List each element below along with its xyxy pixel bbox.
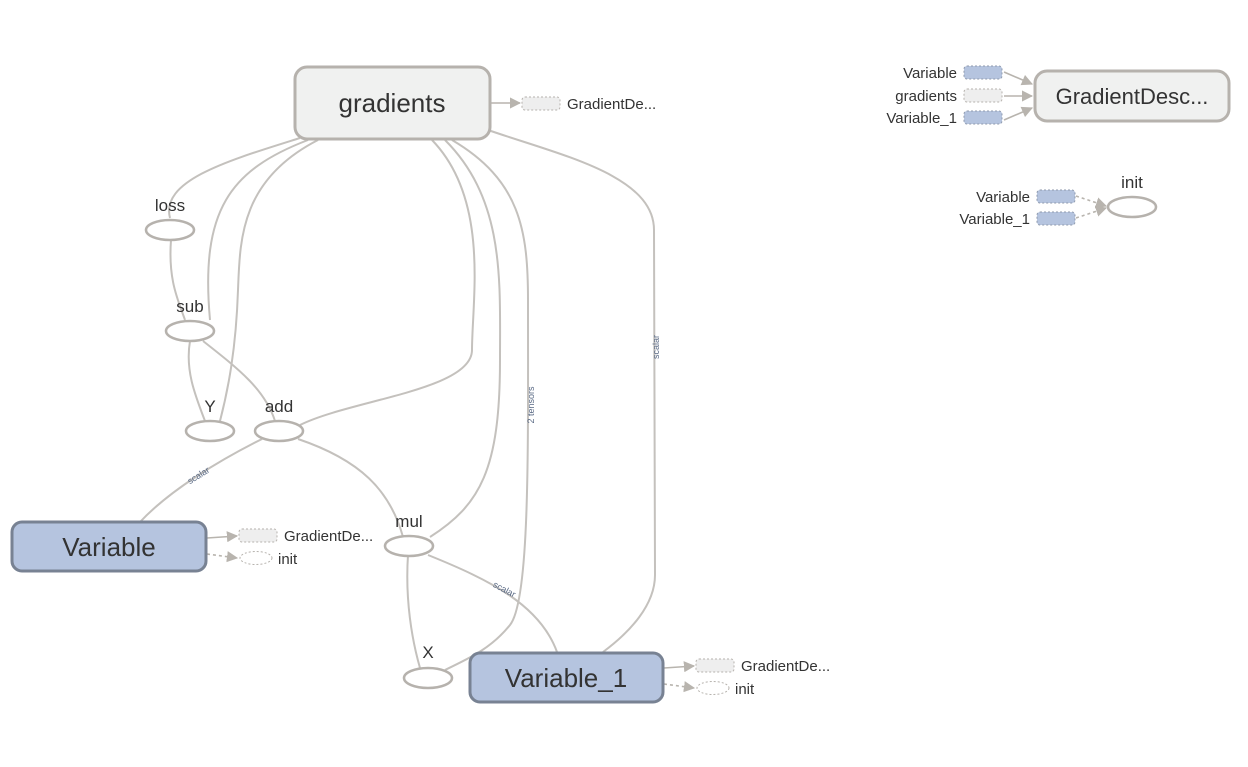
node-variable[interactable]: Variable	[10, 520, 208, 573]
edge-gradients-add-right	[299, 139, 476, 426]
node-add-label: add	[265, 397, 293, 416]
node-x[interactable]: X	[402, 643, 454, 690]
node-add[interactable]: add	[253, 397, 305, 443]
edge-mul-variable-1	[427, 554, 558, 653]
node-gradient-descent-label: GradientDesc...	[1056, 84, 1209, 109]
aux-variable-1-out-2-label: init	[735, 681, 755, 698]
node-y[interactable]: Y	[184, 397, 236, 443]
aux-gd-in-1[interactable]: Variable	[903, 65, 1003, 82]
edge-variable-out-2	[206, 551, 239, 563]
node-gradient-descent[interactable]: GradientDesc...	[1033, 69, 1231, 123]
edge-gradients-add-left	[219, 139, 319, 422]
edges	[139, 71, 1108, 693]
aux-variable-out-1[interactable]: GradientDe...	[238, 528, 373, 545]
edge-gd-in-3	[1003, 106, 1034, 121]
node-init[interactable]: init	[1106, 173, 1158, 219]
edge-mul-x	[406, 554, 421, 669]
node-mul[interactable]: mul	[383, 512, 435, 558]
edge-gd-in-1	[1003, 71, 1034, 86]
edge-gradients-mul	[429, 139, 502, 538]
node-loss-label: loss	[155, 196, 185, 215]
node-gradients-label: gradients	[339, 88, 446, 118]
aux-variable-out-2[interactable]: init	[239, 551, 298, 568]
aux-gradients-out[interactable]: GradientDe...	[521, 96, 656, 113]
edge-label-mul-variable-1: scalar	[491, 579, 517, 599]
node-variable-1[interactable]: Variable_1	[468, 651, 665, 704]
edge-variable-1-out-1	[663, 661, 696, 673]
edge-sub-y	[187, 340, 206, 422]
aux-init-in-2-label: Variable_1	[959, 211, 1030, 228]
edge-gradients-sub	[207, 139, 309, 321]
edge-add-mul	[297, 438, 404, 538]
aux-variable-1-out-2[interactable]: init	[696, 681, 755, 698]
node-loss[interactable]: loss	[144, 196, 196, 242]
node-y-label: Y	[204, 397, 215, 416]
aux-gd-in-2[interactable]: gradients	[895, 88, 1003, 105]
edge-loss-sub	[169, 239, 186, 321]
node-variable-label: Variable	[62, 532, 155, 562]
node-gradients[interactable]: gradients	[293, 65, 492, 141]
edge-variable-1-out-2	[663, 681, 696, 693]
edge-label-gradients-variable-1: scalar	[651, 335, 661, 359]
aux-init-in-1-label: Variable	[976, 189, 1030, 206]
edge-label-add-variable: scalar	[186, 465, 212, 486]
node-init-label: init	[1121, 173, 1143, 192]
aux-variable-1-out-1[interactable]: GradientDe...	[695, 658, 830, 675]
aux-gradients-out-label: GradientDe...	[567, 96, 656, 113]
aux-gd-in-1-label: Variable	[903, 65, 957, 82]
aux-gd-in-2-label: gradients	[895, 88, 957, 105]
aux-gd-in-3-label: Variable_1	[886, 110, 957, 127]
edge-gradients-x	[444, 139, 530, 671]
node-sub[interactable]: sub	[164, 297, 216, 343]
aux-init-in-2[interactable]: Variable_1	[959, 211, 1076, 228]
edge-gradients-loss	[168, 137, 301, 219]
aux-variable-out-2-label: init	[278, 551, 298, 568]
edge-gradients-variable-1	[487, 129, 657, 653]
aux-init-in-1[interactable]: Variable	[976, 189, 1076, 206]
edge-variable-out-1	[206, 531, 239, 543]
node-mul-label: mul	[395, 512, 422, 531]
aux-variable-1-out-1-label: GradientDe...	[741, 658, 830, 675]
edge-init-in-2	[1075, 205, 1108, 219]
aux-gd-in-3[interactable]: Variable_1	[886, 110, 1003, 127]
edge-init-in-1	[1075, 195, 1108, 209]
node-x-label: X	[422, 643, 433, 662]
aux-variable-out-1-label: GradientDe...	[284, 528, 373, 545]
node-variable-1-label: Variable_1	[505, 663, 627, 693]
edge-sub-add	[202, 340, 276, 422]
edge-add-variable	[139, 438, 263, 523]
node-sub-label: sub	[176, 297, 203, 316]
edge-label-gradients-x: 2 tensors	[526, 386, 536, 424]
